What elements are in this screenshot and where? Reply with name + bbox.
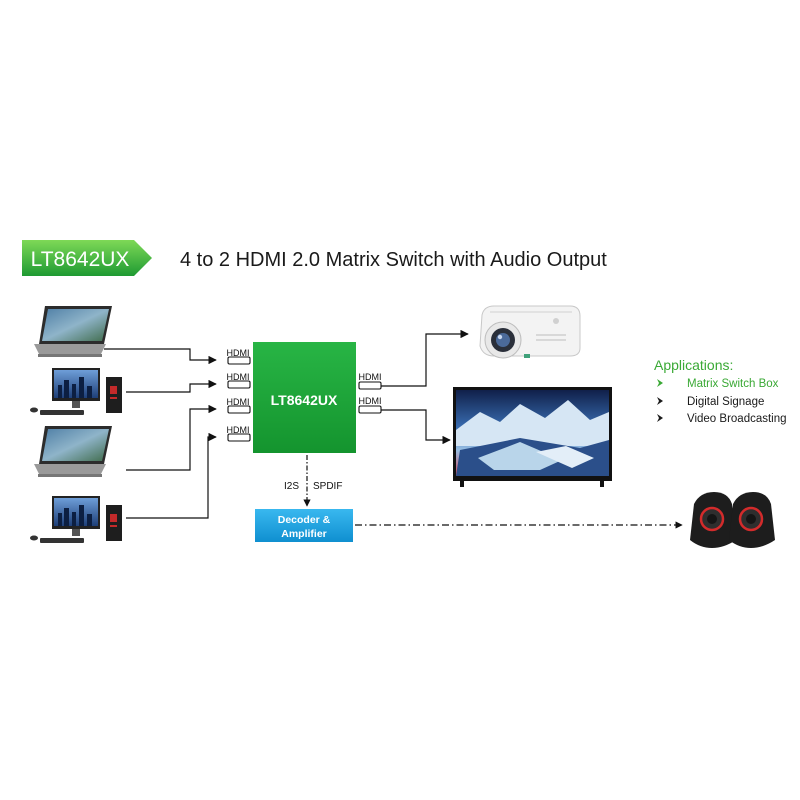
input-ports: HDMI HDMI HDMI HDMI (227, 348, 251, 442)
hdmi-port-icon (358, 381, 382, 390)
port-label: HDMI (359, 396, 382, 406)
desktop-computer-icon (30, 496, 122, 543)
spdif-label: SPDIF (313, 481, 342, 492)
port-label: HDMI (359, 372, 382, 382)
badge-label: LT8642UX (31, 248, 130, 271)
arrowhead-bullet-icon (657, 379, 663, 387)
hdmi-port-icon (227, 356, 251, 365)
decoder-label-line2: Amplifier (281, 528, 327, 540)
application-item: Digital Signage (687, 396, 764, 408)
output-connectors (381, 329, 469, 445)
port-label: HDMI (227, 348, 250, 358)
i2s-label: I2S (284, 481, 299, 492)
projector-icon (479, 305, 581, 359)
port-label: HDMI (227, 372, 250, 382)
television-icon (453, 387, 612, 487)
laptop-icon (34, 306, 112, 357)
audio-link: I2S SPDIF (284, 455, 342, 507)
desktop-computer-icon (30, 368, 122, 415)
output-ports: HDMI HDMI (358, 372, 382, 414)
application-item: Matrix Switch Box (687, 378, 779, 390)
decoder-amplifier-block: Decoder & Amplifier (255, 509, 353, 542)
laptop-icon (34, 426, 112, 477)
hdmi-port-icon (227, 380, 251, 389)
application-item: Video Broadcasting (687, 413, 787, 425)
hdmi-port-icon (358, 405, 382, 414)
product-badge: LT8642UX (22, 240, 152, 276)
chip-block: LT8642UX (253, 342, 356, 453)
arrowhead-bullet-icon (657, 414, 663, 422)
hdmi-port-icon (227, 433, 251, 442)
applications-heading: Applications: (654, 357, 733, 373)
chip-label: LT8642UX (271, 392, 338, 408)
port-label: HDMI (227, 397, 250, 407)
applications-panel: Applications: Matrix Switch Box Digital … (654, 357, 787, 425)
input-connectors (104, 348, 217, 519)
hdmi-port-icon (227, 405, 251, 414)
page-title: 4 to 2 HDMI 2.0 Matrix Switch with Audio… (180, 249, 607, 271)
arrowhead-bullet-icon (657, 397, 663, 405)
decoder-label-line1: Decoder & (278, 514, 331, 526)
speakers-icon (690, 492, 775, 548)
port-label: HDMI (227, 425, 250, 435)
